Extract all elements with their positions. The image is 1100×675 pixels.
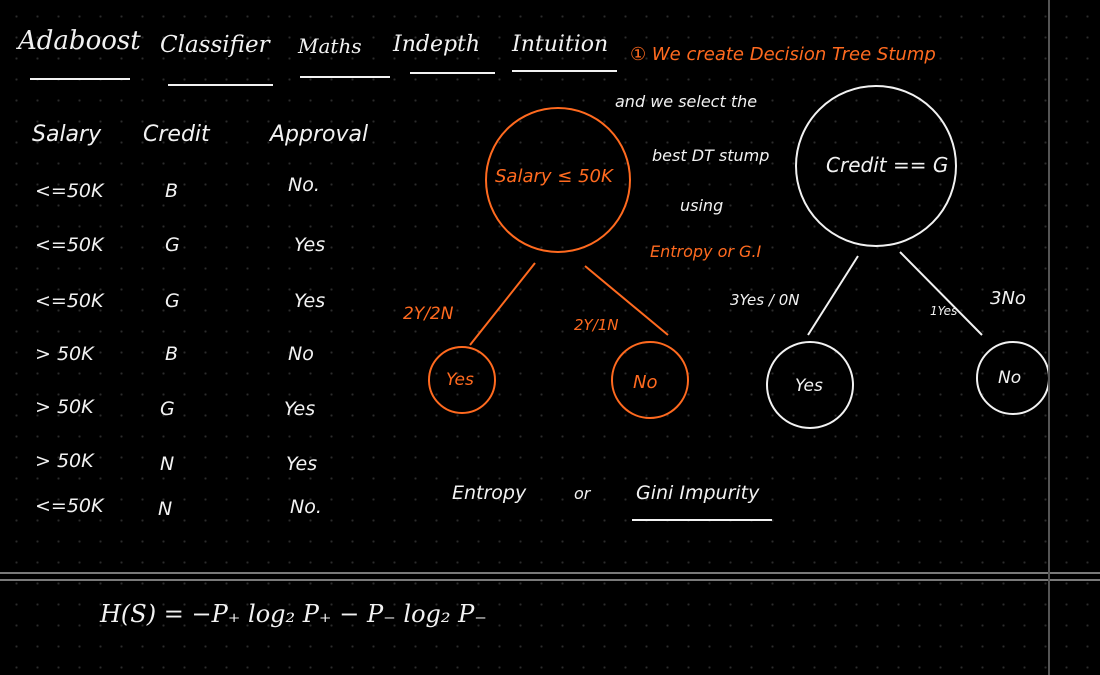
salary-stump-left-leaf-node: [428, 346, 496, 414]
credit-stump: [766, 85, 1050, 429]
table-cell-approval: Yes: [294, 234, 326, 256]
salary-stump-right-leaf-label: No: [633, 372, 658, 393]
table-cell-salary: > 50K: [35, 396, 94, 418]
table-cell-approval: Yes: [286, 453, 318, 475]
table-header-salary: Salary: [32, 122, 102, 147]
table-header-credit: Credit: [143, 122, 210, 147]
table-cell-approval: No: [288, 343, 314, 365]
credit-stump-left-branch: [807, 255, 859, 336]
title-word-intuition: Intuition: [512, 32, 609, 57]
right-margin-line: [1048, 0, 1050, 675]
salary-stump-left-edge-label: 2Y/2N: [403, 304, 454, 324]
bottom-note-gini: Gini Impurity: [636, 482, 760, 504]
table-cell-credit: B: [165, 180, 179, 202]
table-cell-credit: G: [165, 290, 180, 312]
credit-stump-right-edge-label-b: 3No: [990, 288, 1026, 309]
salary-stump-root-node: [485, 107, 631, 253]
title-underline-3: [300, 76, 390, 78]
title-word-classifier: Classifier: [160, 32, 270, 58]
salary-stump-right-edge-label: 2Y/1N: [574, 316, 619, 334]
table-cell-approval: No.: [290, 496, 322, 518]
table-cell-credit: N: [158, 498, 173, 520]
title-underline-5: [512, 70, 617, 72]
credit-stump-root-label: Credit == G: [826, 153, 949, 177]
title-word-adaboost: Adaboost: [18, 26, 141, 56]
separator-line-top: [0, 572, 1100, 574]
table-cell-salary: <=50K: [35, 234, 104, 256]
table-cell-salary: > 50K: [35, 450, 94, 472]
credit-stump-root-node: [795, 85, 957, 247]
step-note-line5: Entropy or G.I: [650, 242, 762, 261]
bottom-note-entropy: Entropy: [452, 482, 527, 504]
salary-stump-right-branch: [584, 265, 669, 336]
table-cell-credit: G: [165, 234, 180, 256]
table-cell-approval: Yes: [294, 290, 326, 312]
table-cell-salary: > 50K: [35, 343, 94, 365]
table-header-approval: Approval: [270, 122, 369, 147]
separator-line-bottom: [0, 579, 1100, 581]
step-note-line1: ① We create Decision Tree Stump: [630, 44, 936, 65]
title-underline-1: [30, 78, 130, 80]
entropy-formula: H(S) = −P₊ log₂ P₊ − P₋ log₂ P₋: [100, 600, 487, 628]
table-cell-credit: B: [165, 343, 179, 365]
credit-stump-right-edge-label-a: 1Yes: [930, 304, 958, 318]
step-note-line4: using: [680, 196, 724, 215]
credit-stump-left-leaf-node: [766, 341, 854, 429]
table-cell-salary: <=50K: [35, 180, 104, 202]
title-word-maths: Maths: [298, 34, 362, 58]
table-cell-salary: <=50K: [35, 290, 104, 312]
table-cell-salary: <=50K: [35, 495, 104, 517]
table-cell-credit: G: [160, 398, 175, 420]
credit-stump-right-branch: [899, 251, 983, 336]
salary-stump-root-label: Salary ≤ 50K: [495, 166, 613, 187]
salary-stump-left-leaf-label: Yes: [446, 370, 474, 390]
table-cell-credit: N: [160, 453, 175, 475]
credit-stump-left-edge-label: 3Yes / 0N: [730, 291, 800, 309]
salary-stump: [428, 107, 689, 419]
title-underline-2: [168, 84, 273, 86]
credit-stump-right-leaf-label: No: [998, 368, 1022, 388]
title-underline-4: [410, 72, 495, 74]
title-word-indepth: Indepth: [393, 32, 481, 57]
bottom-note-or: or: [574, 484, 591, 503]
credit-stump-left-leaf-label: Yes: [795, 376, 823, 396]
table-cell-approval: No.: [288, 174, 320, 196]
step-note-line2: and we select the: [615, 92, 758, 111]
salary-stump-left-branch: [469, 262, 536, 346]
salary-stump-right-leaf-node: [611, 341, 689, 419]
table-cell-approval: Yes: [284, 398, 316, 420]
step-note-line3: best DT stump: [652, 146, 770, 165]
